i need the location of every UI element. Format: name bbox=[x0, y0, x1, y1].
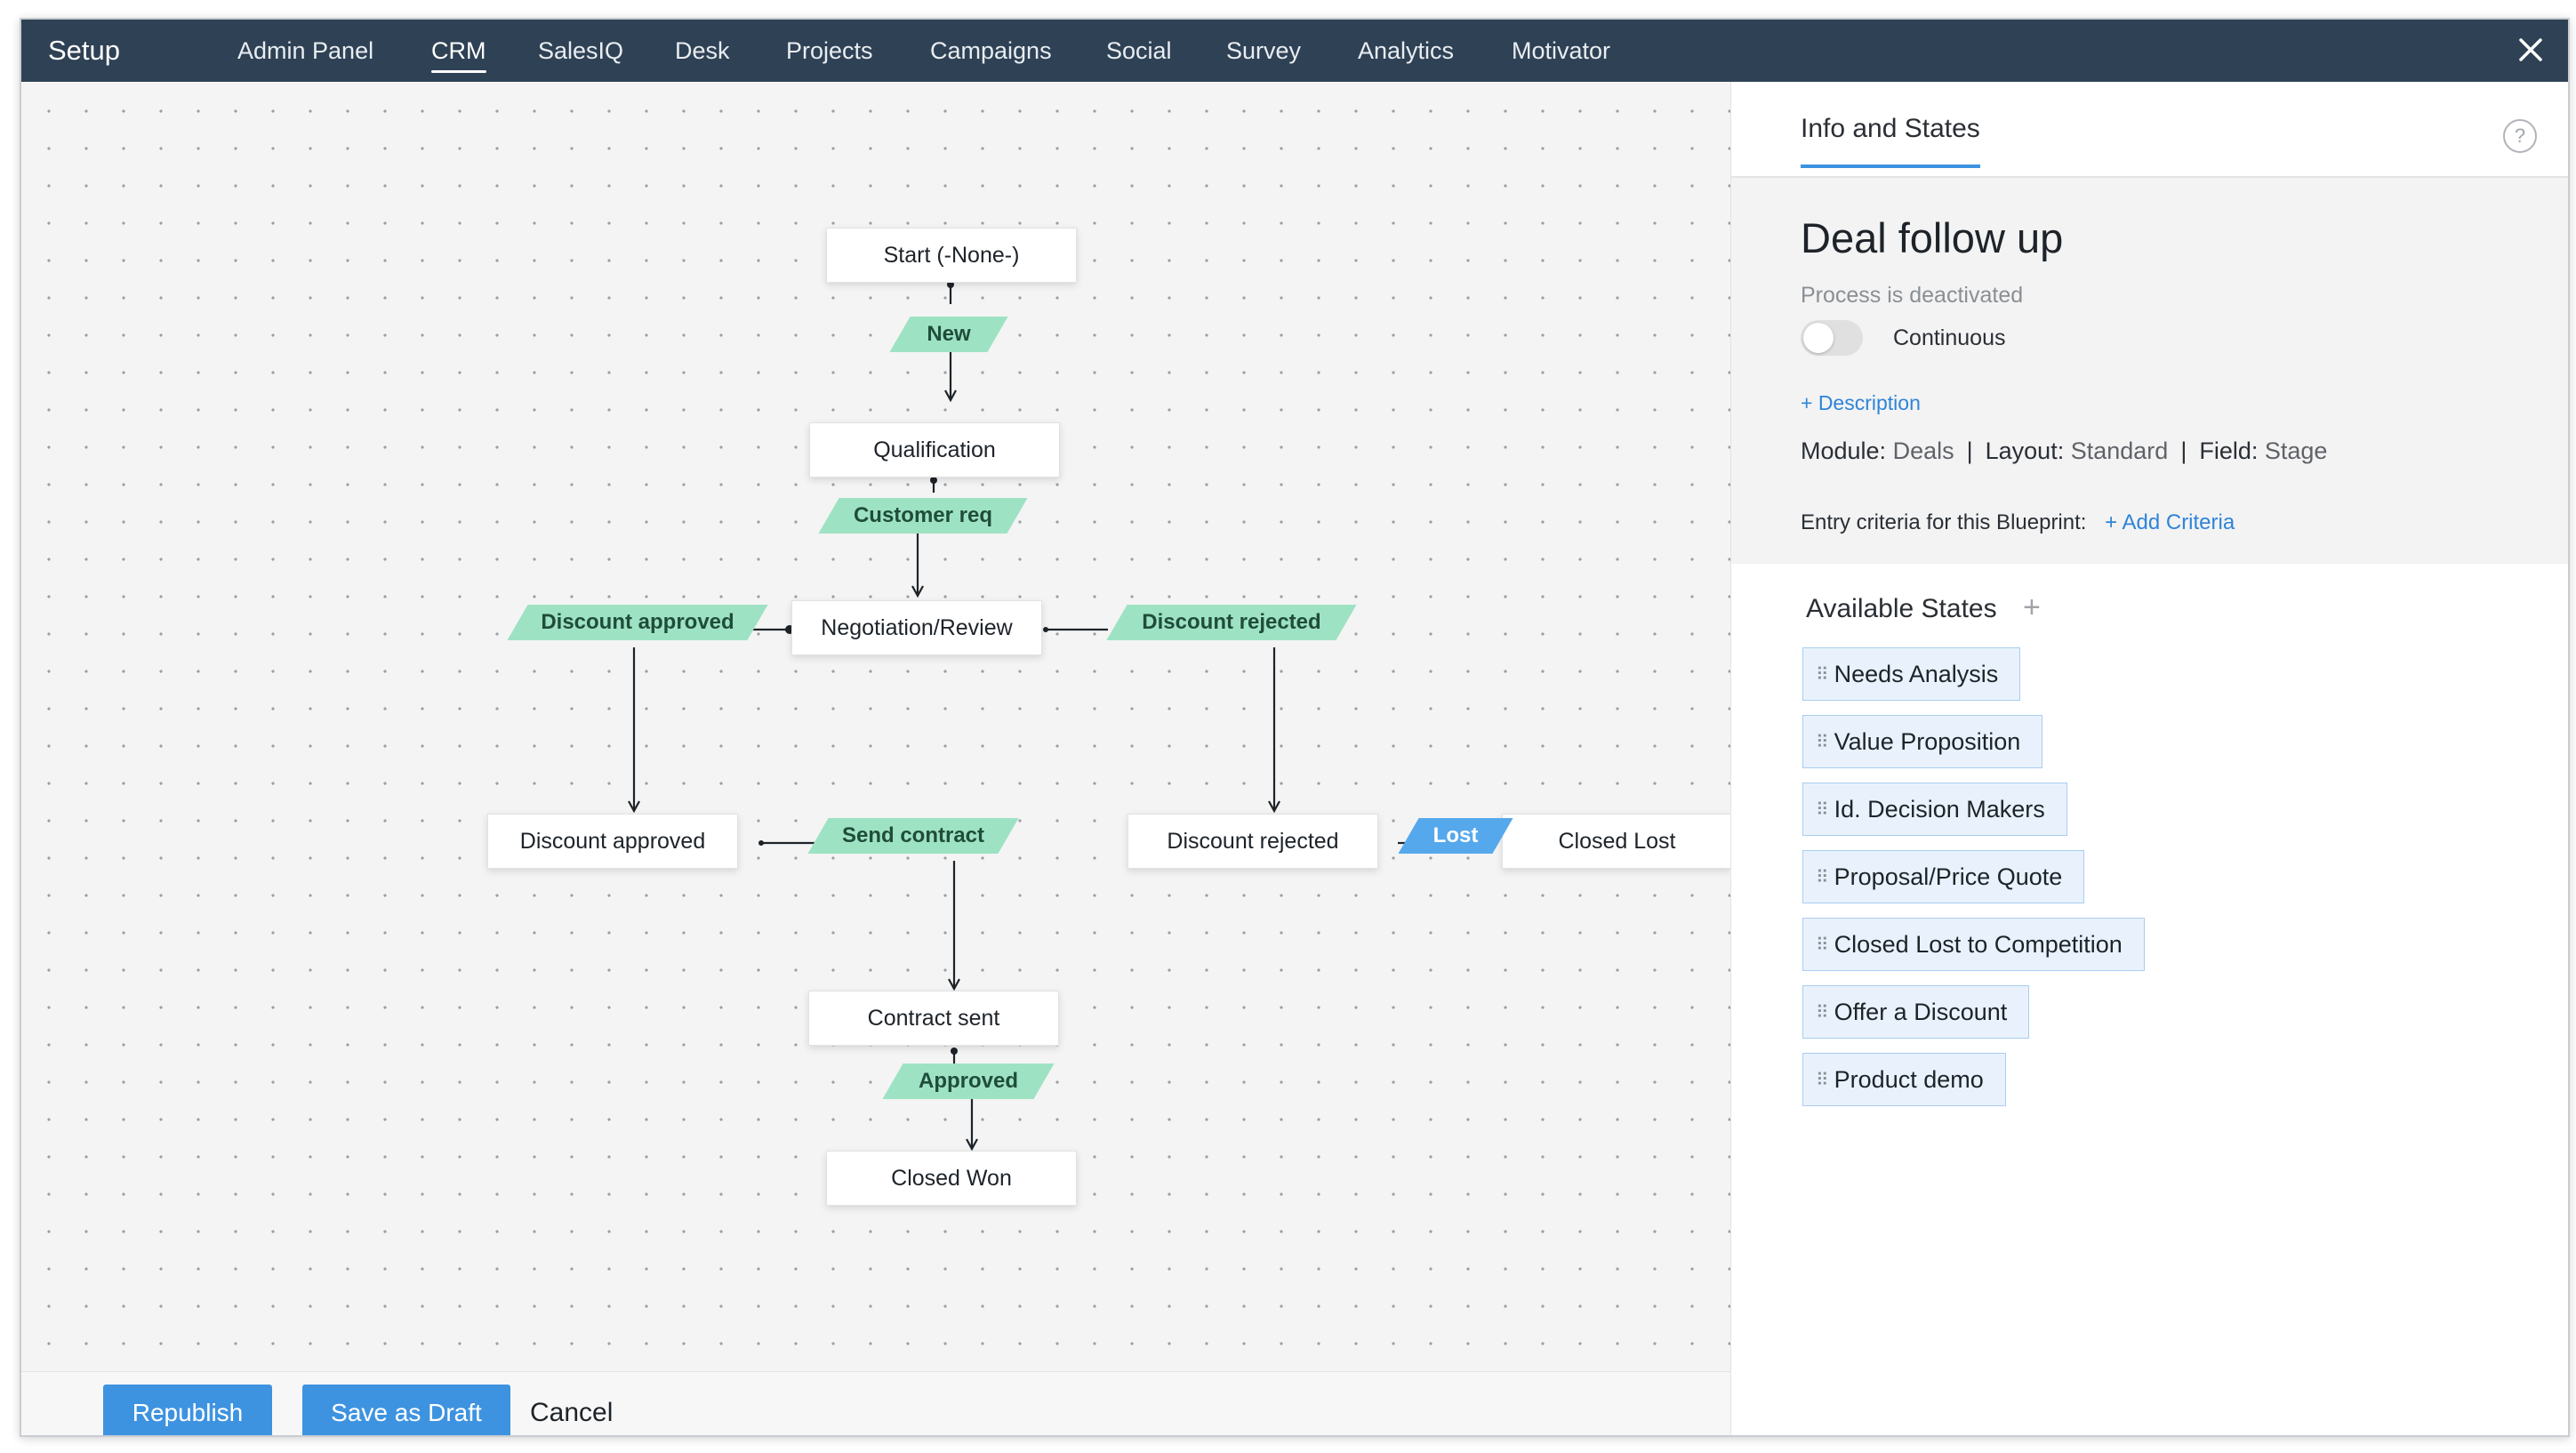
layout-value: Standard bbox=[2070, 438, 2169, 464]
nav-crm[interactable]: CRM bbox=[431, 20, 486, 82]
drag-handle-icon[interactable]: ⠿ bbox=[1816, 1002, 1829, 1023]
entry-criteria-label: Entry criteria for this Blueprint: bbox=[1801, 510, 2087, 534]
toggle-knob bbox=[1803, 323, 1834, 353]
help-icon[interactable]: ? bbox=[2503, 119, 2537, 153]
transition-send-contract-label: Send contract bbox=[841, 823, 985, 847]
panel-tab-bar: Info and States ? bbox=[1731, 82, 2568, 178]
add-description-link[interactable]: + Description bbox=[1801, 391, 1921, 414]
continuous-label: Continuous bbox=[1893, 325, 2006, 350]
nav-motivator[interactable]: Motivator bbox=[1512, 37, 1611, 64]
state-discount-rejected[interactable]: Discount rejected bbox=[1128, 814, 1378, 869]
nav-analytics[interactable]: Analytics bbox=[1358, 37, 1455, 64]
transition-lost-label: Lost bbox=[1432, 823, 1479, 847]
editor-footer: Republish Save as Draft Cancel bbox=[21, 1371, 1730, 1435]
active-tab-underline bbox=[431, 70, 486, 73]
available-state-label: Closed Lost to Competition bbox=[1834, 930, 2123, 958]
available-state-chip[interactable]: ⠿Product demo bbox=[1802, 1053, 2006, 1106]
transition-lost[interactable]: Lost bbox=[1398, 818, 1513, 854]
transition-customer-req[interactable]: Customer req bbox=[818, 498, 1028, 534]
field-value: Stage bbox=[2264, 438, 2328, 464]
add-state-icon[interactable]: + bbox=[2023, 590, 2041, 624]
available-states-title: Available States bbox=[1806, 594, 1997, 623]
available-state-chip[interactable]: ⠿Closed Lost to Competition bbox=[1802, 918, 2145, 971]
drag-handle-icon[interactable]: ⠿ bbox=[1816, 935, 1829, 955]
state-discount-approved[interactable]: Discount approved bbox=[487, 814, 738, 869]
state-qualification[interactable]: Qualification bbox=[809, 422, 1060, 478]
nav-admin-panel[interactable]: Admin Panel bbox=[237, 37, 374, 64]
info-states-panel: Info and States ? Deal follow up Process… bbox=[1730, 82, 2568, 1435]
save-as-draft-button[interactable]: Save as Draft bbox=[302, 1385, 510, 1435]
drag-handle-icon[interactable]: ⠿ bbox=[1816, 867, 1829, 887]
available-state-label: Id. Decision Makers bbox=[1834, 795, 2045, 823]
state-negotiation-review[interactable]: Negotiation/Review bbox=[791, 600, 1042, 655]
available-state-chip[interactable]: ⠿Needs Analysis bbox=[1802, 647, 2021, 701]
field-label: Field: bbox=[2199, 438, 2259, 464]
nav-survey[interactable]: Survey bbox=[1226, 37, 1302, 64]
transition-discount-rejected[interactable]: Discount rejected bbox=[1106, 605, 1357, 640]
transition-customer-req-label: Customer req bbox=[853, 503, 993, 527]
drag-handle-icon[interactable]: ⠿ bbox=[1816, 732, 1829, 752]
blueprint-title: Deal follow up bbox=[1801, 214, 2064, 261]
drag-handle-icon[interactable]: ⠿ bbox=[1816, 664, 1829, 685]
nav-social[interactable]: Social bbox=[1106, 37, 1172, 64]
tab-info-and-states[interactable]: Info and States bbox=[1801, 114, 1980, 168]
nav-crm-label: CRM bbox=[431, 37, 486, 64]
republish-button[interactable]: Republish bbox=[103, 1385, 272, 1435]
meta-separator: | bbox=[1966, 438, 1973, 464]
nav-salesiq[interactable]: SalesIQ bbox=[538, 37, 624, 64]
available-state-label: Offer a Discount bbox=[1834, 998, 2008, 1025]
blueprint-canvas[interactable]: Start (-None-) Qualification Negotiation… bbox=[21, 82, 1731, 1371]
available-state-label: Product demo bbox=[1834, 1065, 1984, 1093]
available-state-label: Proposal/Price Quote bbox=[1834, 863, 2063, 890]
state-closed-lost[interactable]: Closed Lost bbox=[1502, 814, 1731, 869]
drag-handle-icon[interactable]: ⠿ bbox=[1816, 1070, 1829, 1090]
nav-desk[interactable]: Desk bbox=[675, 37, 730, 64]
module-label: Module: bbox=[1801, 438, 1887, 464]
available-state-label: Needs Analysis bbox=[1834, 660, 1999, 687]
cancel-button[interactable]: Cancel bbox=[530, 1398, 614, 1427]
state-closed-won[interactable]: Closed Won bbox=[826, 1151, 1077, 1206]
transition-discount-approved[interactable]: Discount approved bbox=[507, 605, 768, 640]
blueprint-meta: Module: Deals | Layout: Standard | Field: St… bbox=[1801, 438, 2327, 465]
transition-new-label: New bbox=[927, 322, 971, 346]
state-contract-sent[interactable]: Contract sent bbox=[808, 991, 1059, 1046]
add-criteria-link[interactable]: + Add Criteria bbox=[2105, 510, 2235, 534]
continuous-toggle[interactable] bbox=[1801, 320, 1863, 356]
top-nav: Setup Admin Panel CRM SalesIQ Desk Proje… bbox=[21, 20, 2568, 82]
available-state-chip[interactable]: ⠿Id. Decision Makers bbox=[1802, 783, 2067, 836]
transition-discount-approved-label: Discount approved bbox=[541, 610, 734, 634]
entry-criteria: Entry criteria for this Blueprint: + Add… bbox=[1801, 510, 2235, 535]
tab-info-and-states-label: Info and States bbox=[1801, 114, 1980, 143]
close-icon[interactable] bbox=[2513, 32, 2548, 68]
transition-approved[interactable]: Approved bbox=[882, 1064, 1055, 1099]
state-start[interactable]: Start (-None-) bbox=[826, 228, 1077, 283]
drag-handle-icon[interactable]: ⠿ bbox=[1816, 799, 1829, 820]
setup-title: Setup bbox=[48, 35, 121, 66]
transition-new[interactable]: New bbox=[889, 317, 1008, 352]
available-state-label: Value Proposition bbox=[1834, 727, 2021, 755]
process-status: Process is deactivated bbox=[1801, 283, 2024, 308]
available-state-chip[interactable]: ⠿Proposal/Price Quote bbox=[1802, 850, 2085, 903]
transition-approved-label: Approved bbox=[918, 1069, 1018, 1093]
transition-discount-rejected-label: Discount rejected bbox=[1142, 610, 1321, 634]
blueprint-editor-window: Setup Admin Panel CRM SalesIQ Desk Proje… bbox=[20, 18, 2570, 1437]
nav-campaigns[interactable]: Campaigns bbox=[930, 37, 1052, 64]
blueprint-info-section: Deal follow up Process is deactivated Co… bbox=[1731, 178, 2568, 564]
transition-send-contract[interactable]: Send contract bbox=[807, 818, 1019, 854]
nav-projects[interactable]: Projects bbox=[786, 37, 873, 64]
available-state-chip[interactable]: ⠿Offer a Discount bbox=[1802, 985, 2030, 1039]
module-value: Deals bbox=[1892, 438, 1954, 464]
meta-separator: | bbox=[2180, 438, 2187, 464]
layout-label: Layout: bbox=[1985, 438, 2065, 464]
available-state-chip[interactable]: ⠿Value Proposition bbox=[1802, 715, 2043, 768]
active-tab-indicator bbox=[1801, 165, 1980, 168]
